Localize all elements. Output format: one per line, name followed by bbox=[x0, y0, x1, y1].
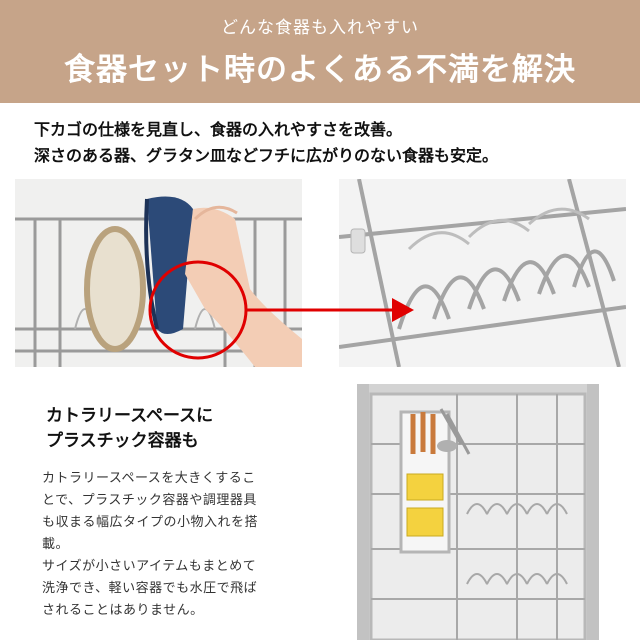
body-line: されることはありません。 bbox=[42, 603, 204, 618]
body-line: 載。 bbox=[42, 537, 70, 552]
body-line: カトラリースペースを大きくするこ bbox=[42, 471, 256, 486]
header-banner: どんな食器も入れやすい 食器セット時のよくある不満を解決 bbox=[0, 0, 640, 103]
cutlery-description: カトラリースペースを大きくするこ とで、プラスチック容器や調理器具 も収まる幅広… bbox=[42, 468, 342, 622]
intro-line-1: 下カゴの仕様を見直し、食器の入れやすさを改善。 bbox=[34, 120, 403, 139]
intro-line-2: 深さのある器、グラタン皿などフチに広がりのない食器も安定。 bbox=[34, 146, 499, 165]
intro-text: 下カゴの仕様を見直し、食器の入れやすさを改善。 深さのある器、グラタン皿などフチ… bbox=[34, 117, 634, 169]
photo-cutlery-basket bbox=[357, 384, 599, 640]
body-line: サイズが小さいアイテムもまとめて bbox=[42, 559, 257, 574]
cutlery-heading-line-1: カトラリースペースに bbox=[46, 406, 214, 426]
cutlery-heading-line-2: プラスチック容器も bbox=[46, 431, 199, 451]
photo-bowl-in-rack bbox=[15, 179, 302, 367]
body-line: 洗浄でき、軽い容器でも水圧で飛ば bbox=[42, 581, 258, 596]
cutlery-heading: カトラリースペースに プラスチック容器も bbox=[46, 404, 213, 454]
banner-title: 食器セット時のよくある不満を解決 bbox=[64, 52, 576, 88]
photo-rack-closeup bbox=[339, 179, 626, 367]
banner-subtitle: どんな食器も入れやすい bbox=[221, 18, 419, 38]
body-line: も収まる幅広タイプの小物入れを搭 bbox=[42, 515, 259, 530]
body-line: とで、プラスチック容器や調理器具 bbox=[42, 493, 257, 508]
